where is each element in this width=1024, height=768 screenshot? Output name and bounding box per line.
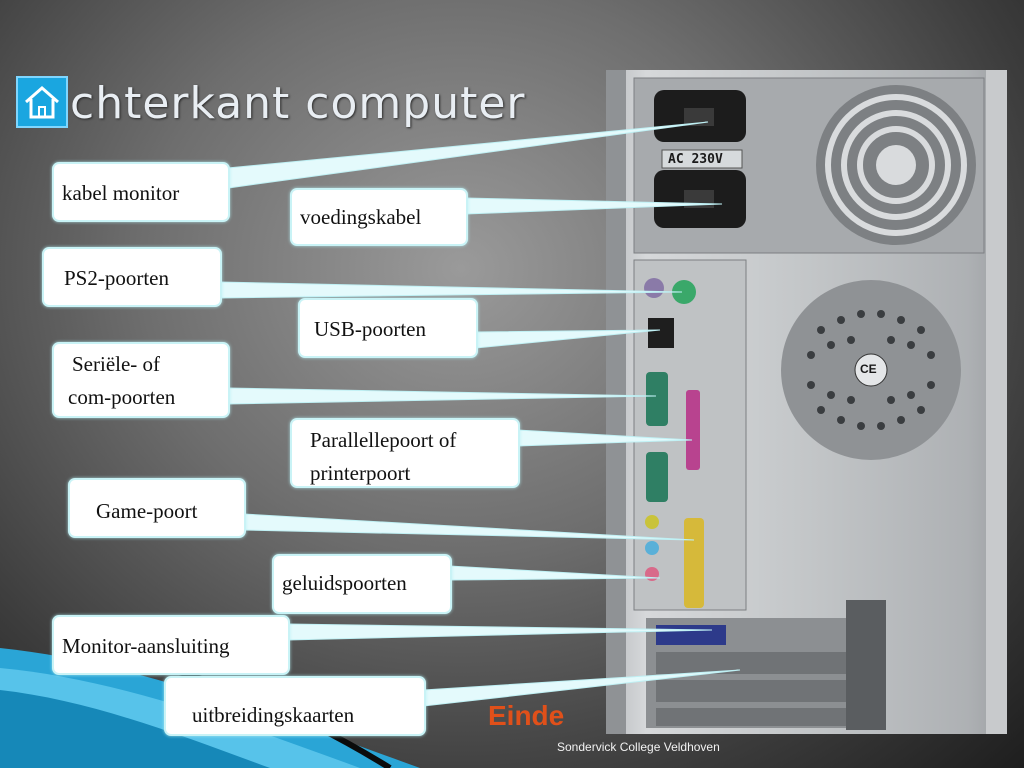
home-button[interactable] bbox=[16, 76, 68, 128]
callout-geluidspoorten[interactable]: geluidspoorten bbox=[272, 554, 452, 614]
callout-parallel-label-line2: printerpoort bbox=[310, 461, 411, 485]
callout-parallellepoort[interactable]: Parallellepoort of printerpoort bbox=[290, 418, 520, 488]
einde-link[interactable]: Einde bbox=[488, 700, 565, 731]
callout-game-poort-label: Game-poort bbox=[96, 499, 198, 523]
slide-title: chterkant computer bbox=[70, 78, 526, 129]
footer-text: Sondervick College Veldhoven bbox=[557, 740, 720, 754]
callout-monitor-aansluiting-label: Monitor-aansluiting bbox=[62, 634, 230, 658]
callout-monitor-aansluiting[interactable]: Monitor-aansluiting bbox=[52, 615, 290, 675]
callout-ps2-poorten-label: PS2-poorten bbox=[64, 266, 169, 290]
ce-mark: CE bbox=[860, 362, 877, 376]
callout-seriele-label-line1: Seriële- of bbox=[72, 352, 161, 376]
voltage-label: AC 230V bbox=[668, 152, 723, 167]
callout-usb-poorten[interactable]: USB-poorten bbox=[298, 298, 478, 358]
callout-geluidspoorten-label: geluidspoorten bbox=[282, 571, 407, 595]
callout-kabel-monitor[interactable]: kabel monitor bbox=[52, 162, 230, 222]
home-icon bbox=[25, 86, 59, 119]
callout-voedingskabel-label: voedingskabel bbox=[300, 205, 422, 229]
callout-uitbreidingskaarten-label: uitbreidingskaarten bbox=[192, 703, 355, 727]
callout-game-poort[interactable]: Game-poort bbox=[68, 478, 246, 538]
callout-uitbreidingskaarten[interactable]: uitbreidingskaarten bbox=[164, 676, 426, 736]
computer-back-photo: AC 230V CE bbox=[606, 70, 1007, 734]
callout-kabel-monitor-label: kabel monitor bbox=[62, 181, 180, 205]
callout-seriele-poorten[interactable]: Seriële- of com-poorten bbox=[52, 342, 230, 418]
callout-seriele-label-line2: com-poorten bbox=[68, 385, 176, 409]
callout-parallel-label-line1: Parallellepoort of bbox=[310, 428, 457, 452]
callout-usb-poorten-label: USB-poorten bbox=[314, 317, 426, 341]
callout-ps2-poorten[interactable]: PS2-poorten bbox=[42, 247, 222, 307]
callout-voedingskabel[interactable]: voedingskabel bbox=[290, 188, 468, 246]
